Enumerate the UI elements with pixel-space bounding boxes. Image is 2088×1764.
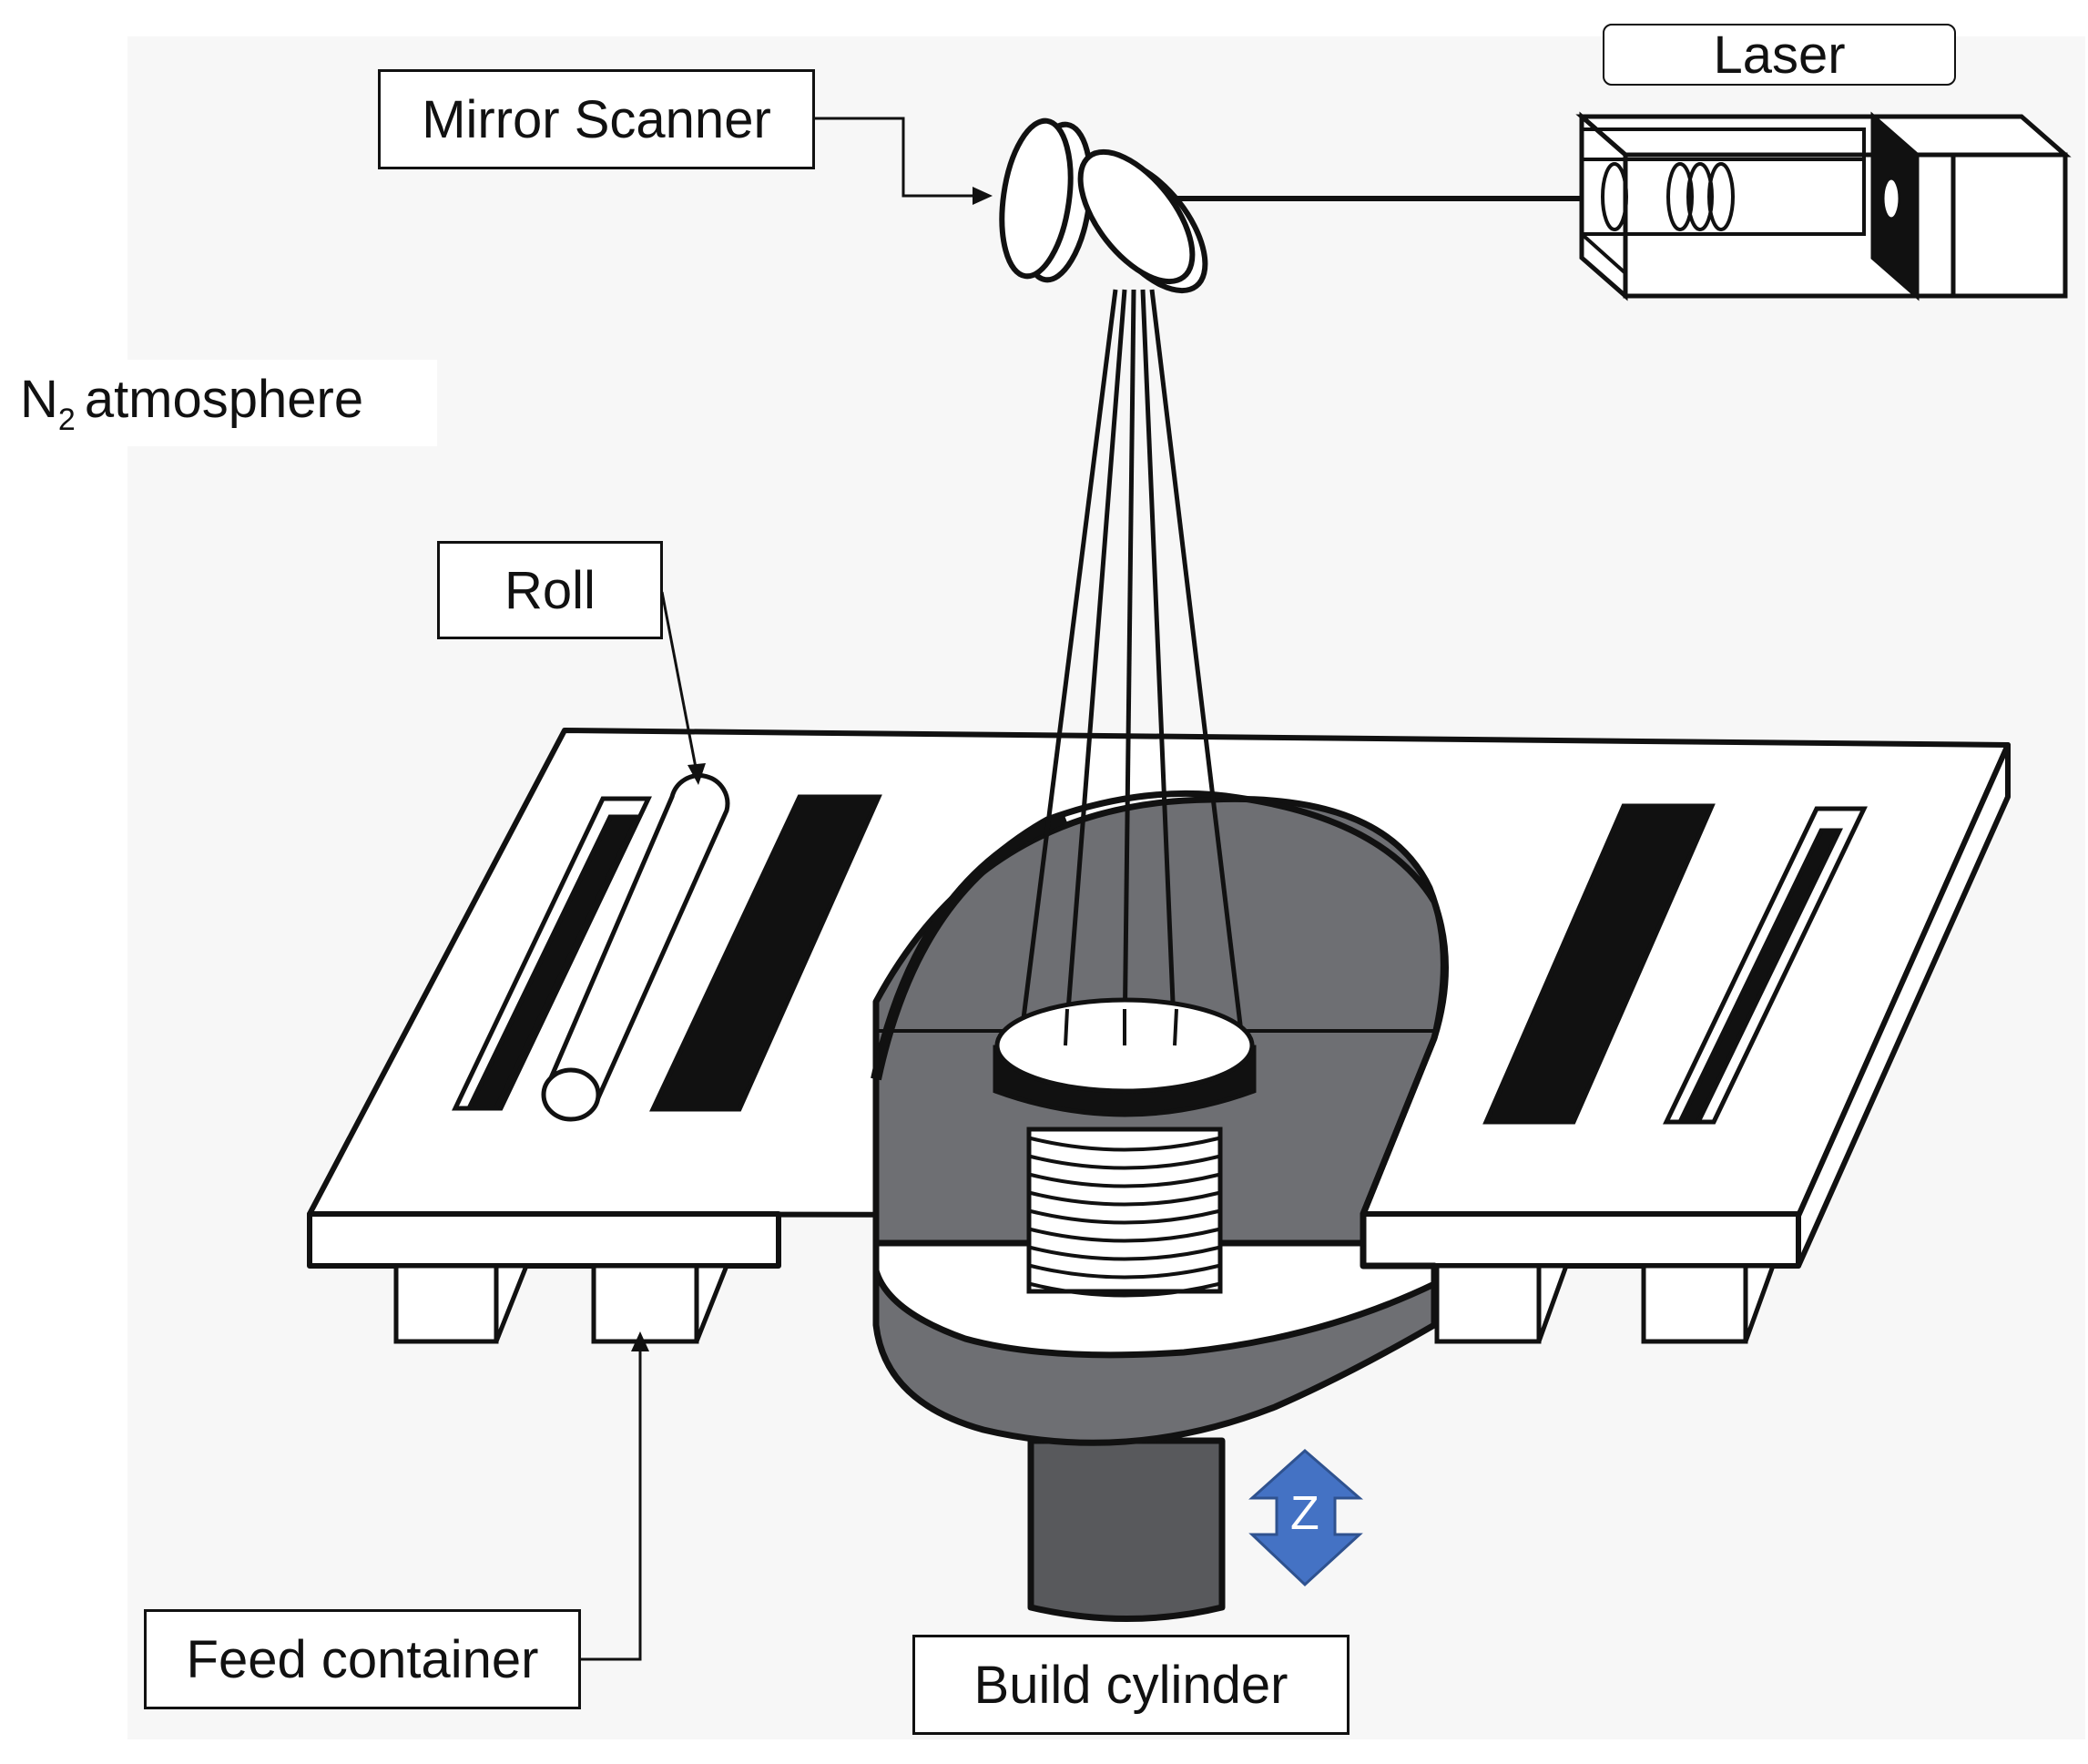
build-piston [993, 997, 1257, 1298]
mirror-scanner-leader [815, 117, 979, 198]
laser-unit [1575, 111, 2072, 301]
z-axis-text: Z [1290, 1487, 1319, 1540]
mirror-scanner-text: Mirror Scanner [422, 89, 771, 149]
mirror-right [1077, 148, 1208, 294]
atmosphere-label-bg [0, 360, 437, 446]
atmosphere-text: atmosphere [84, 370, 364, 429]
mirror-left [999, 117, 1094, 283]
feed-container-label: Feed container [144, 1609, 581, 1709]
roll-arrowhead [688, 763, 706, 785]
roll-leader [660, 591, 698, 773]
z-axis-label: Z [1290, 1486, 1319, 1541]
atmosphere-subscript: 2 [57, 403, 76, 437]
roll-label: Roll [437, 541, 663, 639]
feed-container-feet [393, 1263, 1777, 1344]
left-slots [452, 794, 882, 1112]
laser-label: Laser [1603, 24, 1956, 86]
laser-text: Laser [1713, 25, 1846, 85]
roll [541, 773, 730, 1122]
mirror-scanner-label: Mirror Scanner [378, 69, 815, 169]
feed-container-arrowhead [631, 1331, 649, 1351]
roll-text: Roll [504, 560, 596, 620]
build-cylinder-text: Build cylinder [973, 1655, 1288, 1715]
feed-container-text: Feed container [186, 1629, 539, 1689]
z-axis-arrow [1248, 1449, 1364, 1587]
right-slots [1482, 803, 1868, 1125]
mirror-scanner-arrowhead [973, 187, 993, 205]
laser-fan [1017, 289, 1246, 1048]
build-cylinder-label: Build cylinder [912, 1635, 1350, 1735]
atmosphere-n-text: N [20, 370, 58, 429]
feed-container-leader [579, 1346, 642, 1661]
build-chamber [871, 790, 1449, 1622]
